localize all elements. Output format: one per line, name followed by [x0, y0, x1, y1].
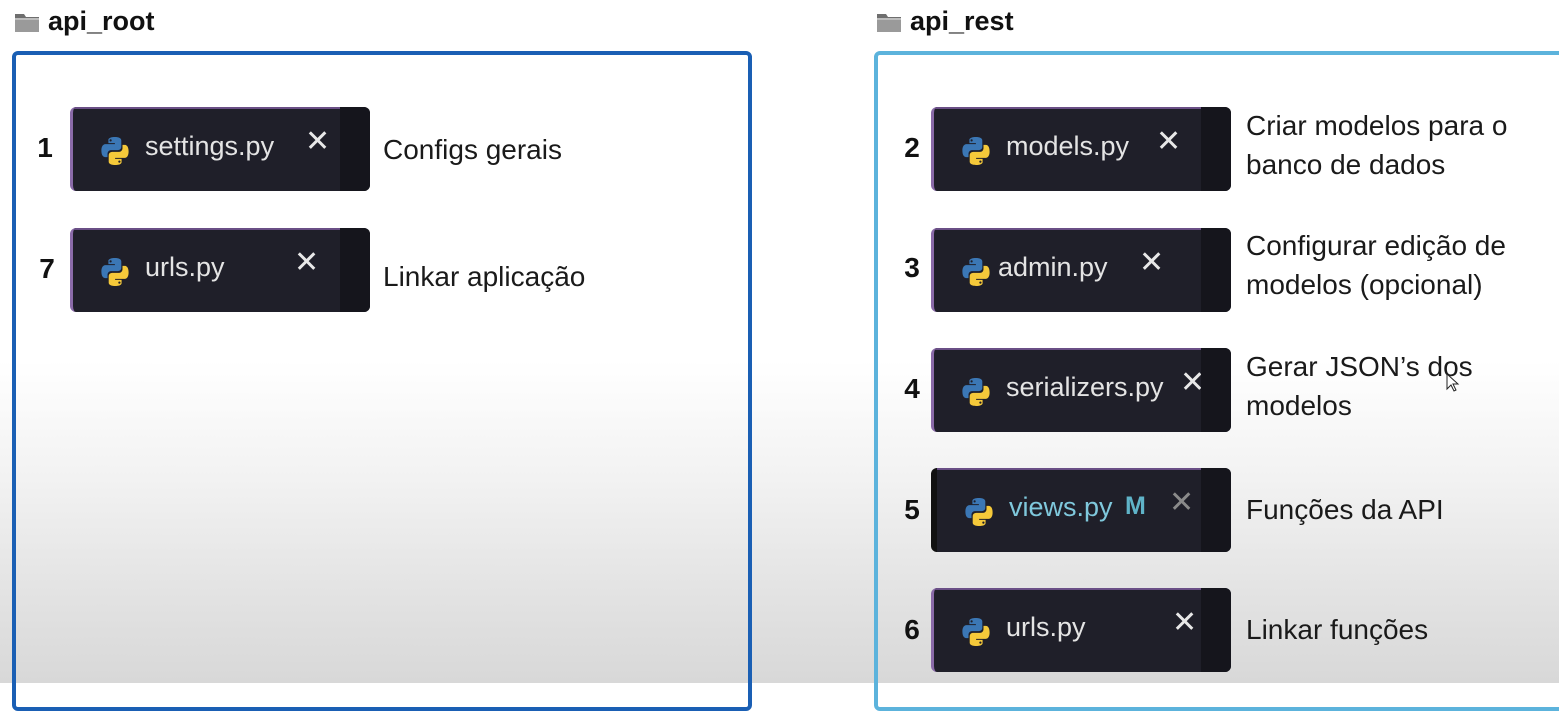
file-tab-serializers[interactable]: serializers.py ✕	[931, 348, 1231, 432]
step-number: 7	[39, 253, 55, 284]
modified-badge: M	[1125, 492, 1146, 520]
file-tab-name: urls.py	[145, 252, 225, 282]
step-number: 1	[37, 132, 53, 163]
step-number: 5	[904, 494, 920, 525]
folder-icon	[876, 11, 902, 33]
file-tab-views[interactable]: views.py M ✕	[931, 468, 1231, 552]
api-rest-title: api_rest	[910, 6, 1014, 36]
close-icon[interactable]: ✕	[1156, 125, 1182, 158]
api-rest-folder-title: api_rest	[876, 6, 1014, 37]
step-number: 3	[904, 252, 920, 283]
close-icon[interactable]: ✕	[1172, 606, 1198, 639]
api-root-folder-title: api_root	[14, 6, 155, 37]
file-tab-name: admin.py	[998, 252, 1108, 282]
python-icon	[963, 496, 995, 528]
step-description-line2: modelos	[1246, 390, 1352, 421]
api-root-title: api_root	[48, 6, 155, 36]
file-tab-name: urls.py	[1006, 612, 1086, 642]
close-icon[interactable]: ✕	[294, 246, 320, 279]
step-description: Linkar aplicação	[383, 261, 586, 292]
folder-icon	[14, 11, 40, 33]
mouse-cursor-icon	[1446, 373, 1460, 392]
file-tab-name: models.py	[1006, 131, 1130, 161]
step-description: Linkar funções	[1246, 614, 1429, 645]
python-icon	[960, 616, 992, 648]
python-icon	[960, 376, 992, 408]
step-description: Configs gerais	[383, 134, 562, 165]
close-icon[interactable]: ✕	[1180, 366, 1206, 399]
python-icon	[960, 135, 992, 167]
file-tab-name: serializers.py	[1006, 372, 1164, 402]
step-description-line1: Gerar JSON’s dos	[1246, 351, 1473, 382]
step-number: 6	[904, 614, 920, 645]
file-tab-admin[interactable]: admin.py ✕	[931, 228, 1231, 312]
step-description-line1: Configurar edição de	[1246, 230, 1506, 261]
file-tab-name: views.py	[1009, 492, 1113, 522]
step-description-line1: Criar modelos para o	[1246, 110, 1508, 141]
step-number: 2	[904, 132, 920, 163]
file-tab-models[interactable]: models.py ✕	[931, 107, 1231, 191]
python-icon	[99, 135, 131, 167]
close-icon[interactable]: ✕	[305, 125, 331, 158]
step-description: Funções da API	[1246, 494, 1444, 525]
file-tab-name: settings.py	[145, 131, 275, 161]
step-description-line2: banco de dados	[1246, 149, 1446, 180]
close-icon[interactable]: ✕	[1169, 486, 1195, 519]
file-tab-urls-root[interactable]: urls.py ✕	[70, 228, 370, 312]
step-description-line2: modelos (opcional)	[1246, 269, 1483, 300]
python-icon	[99, 256, 131, 288]
close-icon[interactable]: ✕	[1139, 246, 1165, 279]
file-tab-settings[interactable]: settings.py ✕	[70, 107, 370, 191]
python-icon	[960, 256, 992, 288]
file-tab-urls-rest[interactable]: urls.py ✕	[931, 588, 1231, 672]
step-number: 4	[904, 373, 920, 404]
